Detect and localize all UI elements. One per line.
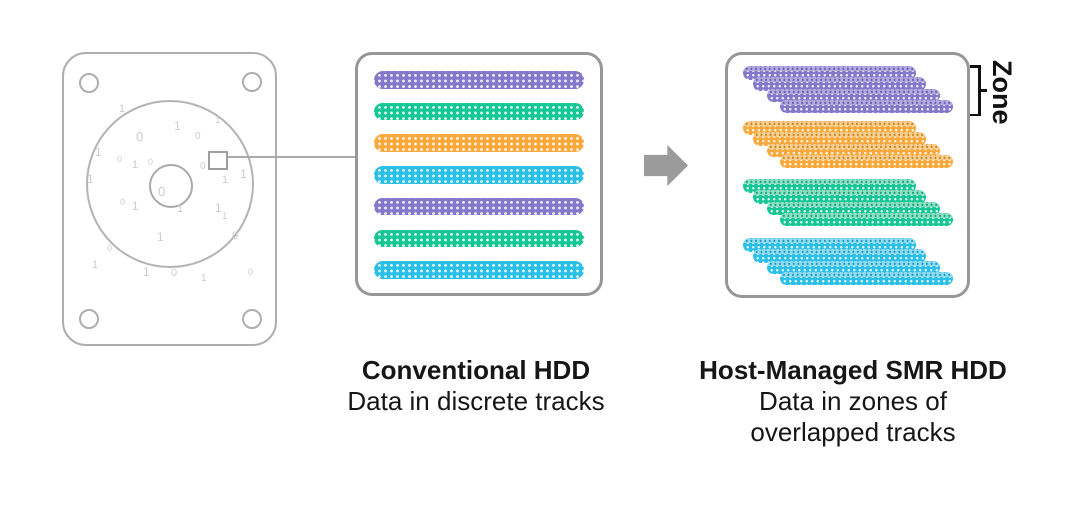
conventional-subtitle: Data in discrete tracks	[347, 386, 605, 416]
zone-3-track-green	[743, 179, 916, 193]
binary-digit: 1	[119, 103, 126, 115]
binary-digit: 0	[232, 230, 239, 242]
track-cyan	[374, 166, 584, 184]
zone-3-track-green	[767, 201, 940, 216]
zone-bracket-tick-middle	[980, 89, 987, 92]
smr-caption: Host-Managed SMR HDD Data in zones of ov…	[693, 355, 1013, 448]
zone-2-track-orange	[743, 121, 916, 135]
smr-zones-panel	[725, 52, 970, 298]
zone-bracket-tick-bottom	[970, 113, 980, 116]
binary-digit: 1	[174, 119, 181, 133]
magnified-region-marker	[208, 151, 228, 170]
binary-digit: 0	[107, 243, 113, 253]
binary-digit: 0	[158, 184, 166, 199]
track-green	[374, 102, 584, 121]
zone-2-track-orange	[780, 154, 953, 169]
binary-digit: 1	[143, 265, 150, 279]
zone-label: Zone	[987, 60, 1017, 125]
binary-digit: 0	[120, 197, 126, 207]
binary-digit: 1	[157, 230, 164, 244]
binary-digit: 0	[195, 131, 201, 142]
screw-hole-bottom-left-icon	[79, 309, 99, 329]
smr-title: Host-Managed SMR HDD	[699, 355, 1007, 385]
binary-digit: 1	[132, 199, 139, 213]
disk-platter	[86, 100, 254, 268]
zone-1-track-purple	[767, 88, 940, 103]
zone-1-track-purple	[743, 66, 916, 80]
binary-digit: 1	[222, 211, 228, 222]
zone-1-track-purple	[780, 99, 953, 114]
zone-3-track-green	[753, 190, 926, 204]
track-orange	[374, 134, 584, 152]
track-purple	[374, 197, 584, 216]
screw-hole-top-left-icon	[79, 73, 99, 93]
binary-digit: 0	[136, 129, 144, 144]
zone-4-track-cyan	[767, 260, 940, 275]
binary-digit: 1	[95, 145, 102, 159]
smr-subtitle-line2: overlapped tracks	[750, 417, 956, 447]
binary-digit: 1	[222, 174, 229, 186]
conventional-caption: Conventional HDD Data in discrete tracks	[316, 355, 636, 417]
screw-hole-bottom-right-icon	[242, 309, 262, 329]
binary-digit: 1	[215, 201, 222, 215]
screw-hole-top-right-icon	[242, 72, 262, 92]
zone-2-track-orange	[767, 143, 940, 158]
binary-digit: 1	[92, 259, 99, 271]
binary-digit: 0	[171, 267, 178, 279]
track-cyan	[374, 261, 584, 279]
smr-subtitle-line1: Data in zones of	[759, 386, 947, 416]
binary-digit: 0	[148, 157, 154, 167]
zone-4-track-cyan	[743, 238, 916, 252]
zone-bracket-tick-top	[970, 65, 980, 68]
binary-digit: 1	[132, 159, 139, 171]
binary-digit: 0	[117, 154, 123, 164]
zone-2-track-orange	[753, 132, 926, 146]
zone-4-track-cyan	[753, 249, 926, 263]
conventional-tracks-panel	[355, 52, 603, 296]
transition-arrow-icon	[644, 145, 688, 186]
track-green	[374, 229, 584, 247]
magnified-region-connector-line	[225, 156, 357, 158]
zone-1-track-purple	[753, 77, 926, 91]
binary-digit: 1	[177, 203, 184, 215]
binary-digit: 0	[200, 161, 206, 172]
zone-4-track-cyan	[780, 271, 953, 286]
binary-digit: 0	[248, 267, 254, 277]
binary-digit: 1	[215, 115, 221, 126]
track-purple	[374, 71, 584, 89]
spindle-hub	[149, 164, 193, 208]
binary-digit: 1	[201, 273, 207, 284]
binary-digit: 1	[240, 167, 247, 181]
binary-digit: 1	[87, 172, 94, 186]
zone-bracket-vertical	[978, 65, 981, 116]
conventional-title: Conventional HDD	[361, 355, 591, 385]
zone-3-track-green	[780, 212, 953, 227]
